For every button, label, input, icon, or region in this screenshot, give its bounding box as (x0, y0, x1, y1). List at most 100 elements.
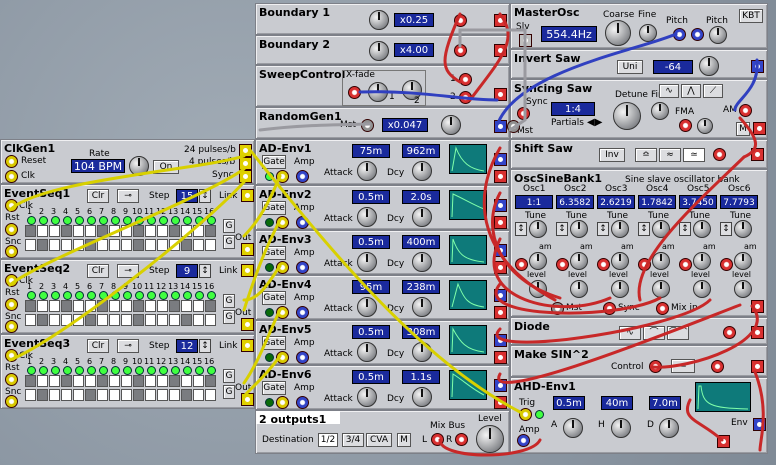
pitch-mod-knob[interactable] (709, 26, 727, 44)
step-toggle-row1[interactable] (181, 225, 192, 237)
wave-saw-button[interactable]: ∿ (659, 84, 679, 98)
diode-output[interactable] (751, 326, 764, 339)
step-toggle-row2[interactable] (25, 314, 36, 326)
step-toggle-row2[interactable] (25, 239, 36, 251)
env-decay-knob[interactable] (412, 297, 432, 317)
env-out-blue[interactable] (494, 244, 507, 257)
am-knob[interactable] (611, 252, 629, 270)
tune-knob[interactable] (611, 220, 629, 238)
sweep-output-1[interactable] (459, 73, 472, 86)
step-toggle-row1[interactable] (181, 300, 192, 312)
step-toggle-row1[interactable] (121, 225, 132, 237)
step-toggle-row1[interactable] (145, 225, 156, 237)
step-toggle-row2[interactable] (169, 239, 180, 251)
step-toggle-row2[interactable] (73, 239, 84, 251)
link-output[interactable] (241, 339, 254, 352)
module-osc-sine-bank[interactable]: OscSineBank1 Sine slave oscillator bank … (510, 169, 768, 317)
env-out-red[interactable] (494, 351, 507, 364)
env-gate-button[interactable]: Gate (262, 246, 286, 260)
coarse-knob[interactable] (605, 20, 631, 46)
env-gate-input[interactable] (276, 216, 289, 229)
step-toggle-row1[interactable] (61, 225, 72, 237)
step-toggle-row1[interactable] (73, 300, 84, 312)
seq-output-1[interactable] (241, 243, 254, 256)
reset-input[interactable] (5, 155, 18, 168)
tune-knob[interactable] (652, 220, 670, 238)
step-toggle-row2[interactable] (85, 314, 96, 326)
syncsaw-mst-input[interactable] (507, 120, 520, 133)
rst-input[interactable] (5, 373, 18, 386)
env-out-red[interactable] (494, 216, 507, 229)
env-gate-button[interactable]: Gate (262, 336, 286, 350)
sweep-output-2[interactable] (459, 91, 472, 104)
env-out-red[interactable] (494, 396, 507, 409)
seq-output-1[interactable] (241, 393, 254, 406)
step-toggle-row1[interactable] (121, 300, 132, 312)
tune-arrow-button[interactable]: ↕ (556, 222, 568, 236)
module-diode[interactable]: Diode ∿ ⌒ ⌒⌒ (510, 317, 768, 345)
step-toggle-row2[interactable] (181, 389, 192, 401)
env-gate-input[interactable] (276, 396, 289, 409)
env-decay-knob[interactable] (412, 342, 432, 362)
step-toggle-row2[interactable] (133, 314, 144, 326)
module-make-sin2[interactable]: Make SIN^2 Control ≃ (510, 345, 768, 377)
fma-input[interactable] (679, 119, 692, 132)
sweep-xfade-input[interactable] (348, 86, 361, 99)
g-button-1[interactable]: G (223, 294, 235, 308)
module-ad-env-3[interactable]: AD-Env3 Gate Amp 0.5m 400m Attack Dcy (255, 230, 510, 275)
module-sweep-control[interactable]: SweepControl X-fade 1 2 1 2 (255, 65, 510, 107)
step-toggle-row2[interactable] (181, 314, 192, 326)
link-output[interactable] (241, 189, 254, 202)
module-2-outputs[interactable]: 2 outputs1 Destination 1/2 3/4 CVA M Mix… (255, 410, 510, 454)
step-toggle-row1[interactable] (109, 300, 120, 312)
on-button[interactable]: On (153, 160, 179, 174)
step-toggle-row2[interactable] (157, 314, 168, 326)
dest-34-button[interactable]: 3/4 (342, 433, 364, 447)
module-ad-env-2[interactable]: AD-Env2 Gate Amp 0.5m 2.0s Attack Dcy (255, 185, 510, 230)
level-knob[interactable] (652, 280, 670, 298)
step-arrow-button[interactable]: ↕ (199, 339, 211, 353)
step-toggle-row2[interactable] (133, 389, 144, 401)
step-toggle-row2[interactable] (61, 389, 72, 401)
step-toggle-row2[interactable] (85, 239, 96, 251)
step-toggle-row2[interactable] (181, 239, 192, 251)
step-toggle-row1[interactable] (25, 375, 36, 387)
wave-ramp-button[interactable]: ⟋ (703, 84, 723, 98)
step-arrow-button[interactable]: ↕ (199, 189, 211, 203)
step-toggle-row2[interactable] (97, 239, 108, 251)
step-toggle-row2[interactable] (133, 239, 144, 251)
shift-wave-2-button[interactable]: ≈ (659, 148, 681, 162)
g-button-1[interactable]: G (223, 219, 235, 233)
mode-button[interactable]: ⊸ (117, 189, 139, 203)
step-toggle-row1[interactable] (85, 375, 96, 387)
syncsaw-mute-button[interactable]: M (736, 122, 750, 136)
wave-tri-button[interactable]: ⋀ (681, 84, 701, 98)
step-toggle-row2[interactable] (193, 389, 204, 401)
ahd-output[interactable] (717, 435, 730, 448)
diode-mode-1-button[interactable]: ∿ (619, 326, 641, 340)
env-gate-input[interactable] (276, 306, 289, 319)
partials-left-arrow[interactable]: ◀▶ (587, 117, 603, 128)
env-gate-input[interactable] (276, 351, 289, 364)
snc-input[interactable] (5, 245, 18, 258)
boundary2-knob[interactable] (369, 41, 389, 61)
tune-knob[interactable] (570, 220, 588, 238)
env-amp-input[interactable] (296, 216, 309, 229)
env-attack-knob[interactable] (357, 207, 377, 227)
module-invert-saw[interactable]: Invert Saw Uni -64 (510, 49, 768, 79)
step-toggle-row1[interactable] (169, 375, 180, 387)
boundary2-input[interactable] (454, 44, 467, 57)
mode-button[interactable]: ⊸ (117, 264, 139, 278)
clk-input[interactable] (5, 274, 18, 287)
snc-input[interactable] (5, 395, 18, 408)
env-attack-knob[interactable] (357, 387, 377, 407)
step-toggle-row1[interactable] (61, 375, 72, 387)
output-r-input[interactable] (455, 433, 468, 446)
boundary2-output[interactable] (494, 44, 507, 57)
syncsaw-output[interactable] (753, 122, 766, 135)
bank-sync-input[interactable] (603, 302, 616, 315)
step-toggle-row1[interactable] (193, 375, 204, 387)
sweep-output[interactable] (494, 88, 507, 101)
